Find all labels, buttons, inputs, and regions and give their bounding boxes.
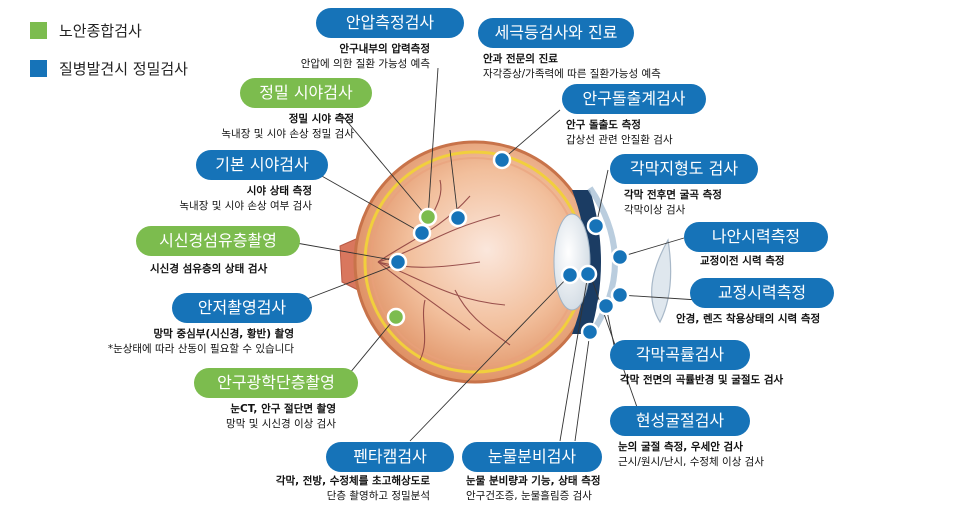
test-iop-title: 안압측정검사 (316, 8, 464, 38)
test-topo-desc: 각막 전후면 굴곡 측정 각막이상 검사 (624, 188, 722, 218)
desc-line: 시야 상태 측정 (246, 185, 312, 197)
test-basic-vf-title: 기본 시야검사 (196, 150, 328, 180)
test-iop-desc: 안구내부의 압력측정 안압에 의한 질환 가능성 예측 (262, 42, 430, 72)
desc-line: 갑상선 관련 안질환 검사 (566, 134, 673, 146)
test-refraction-desc: 눈의 굴절 측정, 우세안 검사 근시/원시/난시, 수정체 이상 검사 (618, 440, 764, 470)
desc-line: 망막 중심부(시신경, 황반) 촬영 (153, 328, 294, 340)
desc-line: 안구 돌출도 측정 (566, 119, 641, 131)
desc-line: 교정이전 시력 측정 (700, 255, 785, 267)
test-refraction-title: 현성굴절검사 (610, 406, 750, 436)
desc-line: 녹내장 및 시야 손상 정밀 검사 (221, 128, 354, 140)
test-tear-desc: 눈물 분비량과 기능, 상태 측정 안구건조증, 눈물흘림증 검사 (466, 474, 601, 504)
test-fundus-desc: 망막 중심부(시신경, 황반) 촬영 *눈상태에 따라 산동이 필요할 수 있습… (60, 327, 294, 357)
markers (386, 150, 630, 342)
test-slit-desc: 안과 전문의 진료 자각증상/가족력에 따른 질환가능성 예측 (483, 52, 661, 82)
test-oct-title: 안구광학단층촬영 (194, 368, 358, 398)
desc-line: *눈상태에 따라 산동이 필요할 수 있습니다 (107, 343, 294, 355)
desc-line: 시신경 섬유층의 상태 검사 (150, 263, 268, 275)
desc-line: 각막 전면의 곡률반경 및 굴절도 검사 (620, 374, 784, 386)
legend-label: 노안종합검사 (59, 22, 142, 40)
legend-item-presbyopia: 노안종합검사 (30, 20, 142, 41)
test-topo-title: 각막지형도 검사 (610, 154, 758, 184)
test-tear-title: 눈물분비검사 (462, 442, 602, 472)
desc-line: 근시/원시/난시, 수정체 이상 검사 (618, 456, 765, 468)
test-fundus-title: 안저촬영검사 (172, 293, 312, 323)
desc-line: 안구내부의 압력측정 (339, 43, 430, 55)
legend-label: 질병발견시 정밀검사 (59, 60, 188, 78)
desc-line: 눈물 분비량과 기능, 상태 측정 (466, 475, 601, 487)
test-precise-vf-title: 정밀 시야검사 (240, 78, 372, 108)
desc-line: 망막 및 시신경 이상 검사 (226, 418, 336, 430)
test-pentacam-desc: 각막, 전방, 수정체를 초고해상도로 단층 촬영하고 정밀분석 (240, 474, 430, 504)
test-precise-vf-desc: 정밀 시야 측정 녹내장 및 시야 손상 정밀 검사 (184, 112, 354, 142)
contact-lens (651, 238, 672, 324)
test-slit-title: 세극등검사와 진료 (478, 18, 634, 48)
desc-line: 안경, 렌즈 착용상태의 시력 측정 (676, 313, 821, 325)
test-pentacam-title: 펜타캠검사 (326, 442, 454, 472)
desc-line: 자각증상/가족력에 따른 질환가능성 예측 (483, 68, 661, 80)
test-bcva-title: 교정시력측정 (690, 278, 834, 308)
desc-line: 각막이상 검사 (624, 204, 686, 216)
test-kerato-desc: 각막 전면의 곡률반경 및 굴절도 검사 (620, 373, 783, 388)
legend-item-precise-exam: 질병발견시 정밀검사 (30, 58, 188, 79)
lens (553, 213, 591, 311)
test-basic-vf-desc: 시야 상태 측정 녹내장 및 시야 손상 여부 검사 (140, 184, 312, 214)
legend-swatch-green (30, 22, 47, 39)
test-rnfl-desc: 시신경 섬유층의 상태 검사 (150, 262, 267, 277)
test-bcva-desc: 안경, 렌즈 착용상태의 시력 측정 (676, 312, 820, 327)
desc-line: 각막, 전방, 수정체를 초고해상도로 (275, 475, 430, 487)
desc-line: 정밀 시야 측정 (288, 113, 354, 125)
desc-line: 안구건조증, 눈물흘림증 검사 (466, 490, 592, 502)
test-ucva-desc: 교정이전 시력 측정 (700, 254, 785, 269)
desc-line: 눈의 굴절 측정, 우세안 검사 (618, 441, 743, 453)
test-exo-title: 안구돌출계검사 (562, 84, 706, 114)
test-oct-desc: 눈CT, 안구 절단면 촬영 망막 및 시신경 이상 검사 (170, 402, 336, 432)
test-kerato-title: 각막곡률검사 (610, 340, 750, 370)
desc-line: 눈CT, 안구 절단면 촬영 (230, 403, 336, 415)
desc-line: 각막 전후면 굴곡 측정 (624, 189, 722, 201)
test-exo-desc: 안구 돌출도 측정 갑상선 관련 안질환 검사 (566, 118, 673, 148)
desc-line: 단층 촬영하고 정밀분석 (326, 490, 430, 502)
test-rnfl-title: 시신경섬유층촬영 (136, 226, 300, 256)
legend-swatch-blue (30, 60, 47, 77)
desc-line: 안압에 의한 질환 가능성 예측 (300, 58, 430, 70)
desc-line: 안과 전문의 진료 (483, 53, 558, 65)
desc-line: 녹내장 및 시야 손상 여부 검사 (179, 200, 312, 212)
test-ucva-title: 나안시력측정 (684, 222, 828, 252)
